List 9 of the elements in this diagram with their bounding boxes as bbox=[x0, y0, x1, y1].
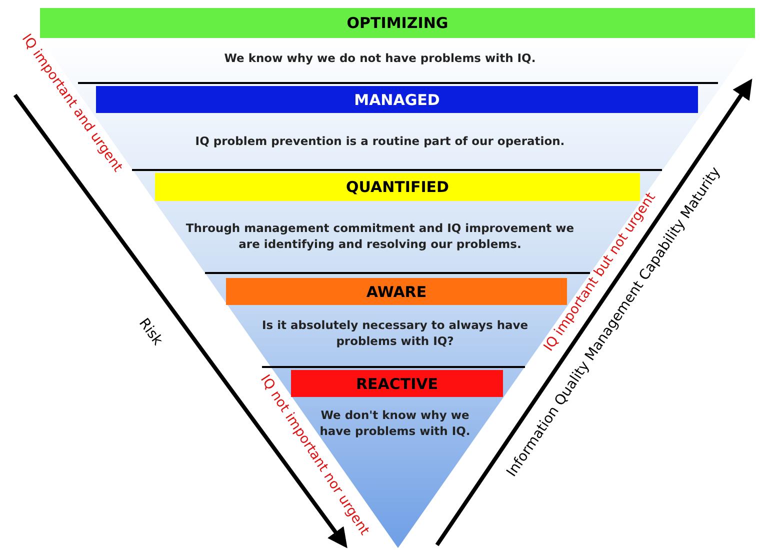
level-heading: MANAGED bbox=[96, 86, 698, 113]
level-heading: AWARE bbox=[226, 278, 567, 305]
level-description: IQ problem prevention is a routine part of our operation. bbox=[194, 133, 566, 149]
level-description: Through management commitment and IQ improvement we are identifying and resolving our problems. bbox=[184, 220, 576, 252]
level-heading: QUANTIFIED bbox=[155, 173, 640, 201]
level-description: We know why we do not have problems with IQ. bbox=[223, 50, 537, 66]
level-description: Is it absolutely necessary to always have problems with IQ? bbox=[260, 317, 530, 349]
level-heading: OPTIMIZING bbox=[40, 8, 755, 38]
level-heading: REACTIVE bbox=[291, 370, 503, 397]
